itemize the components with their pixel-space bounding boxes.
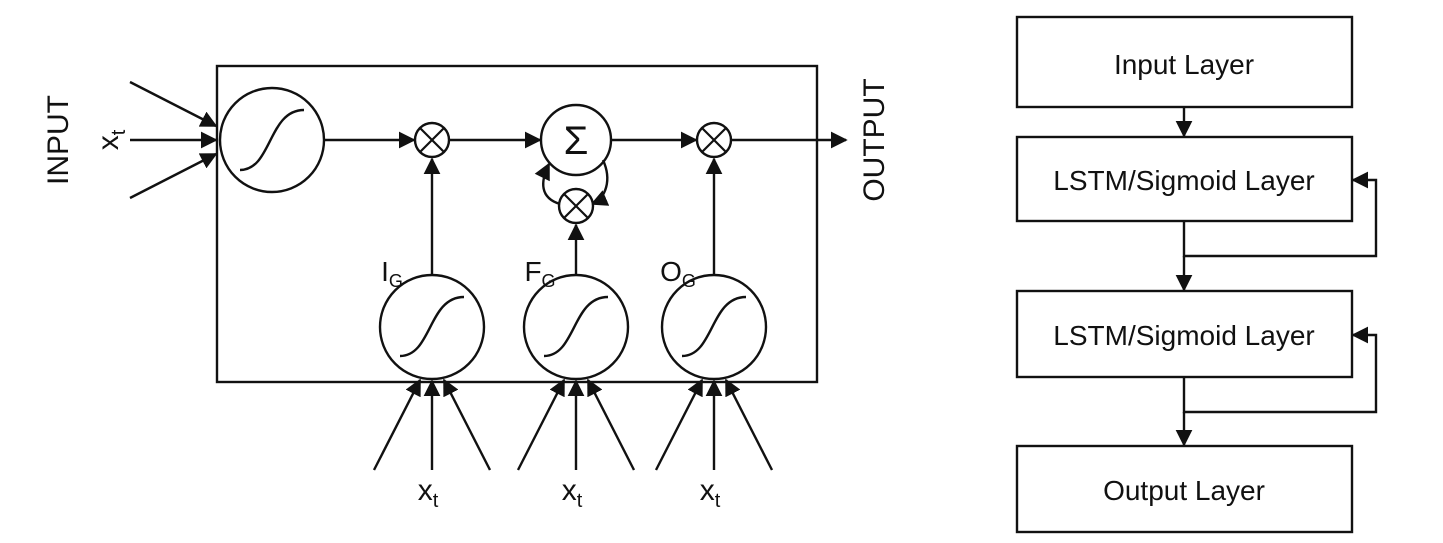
feedback-loop-2: [1182, 326, 1378, 414]
input-gate-node: IG: [378, 256, 486, 381]
feedback-loop-1: [1182, 171, 1378, 258]
loop-left-arrow: [534, 162, 561, 206]
cell-input-var: xt: [92, 129, 130, 150]
cell-input-var-main: x: [92, 135, 125, 150]
forget-loop: [534, 159, 610, 225]
input-label: INPUT: [42, 95, 75, 185]
sigmoid-curve-icon: [239, 108, 305, 172]
layer-lstm-1: LSTM/Sigmoid Layer: [1015, 135, 1354, 223]
sum-symbol: Σ: [564, 119, 589, 163]
layer-input: Input Layer: [1015, 15, 1354, 109]
input-sigmoid-node: [218, 86, 326, 194]
cell-input-var-sub: t: [108, 129, 130, 135]
layer-input-label: Input Layer: [1114, 49, 1254, 80]
sigmoid-curve-icon: [399, 295, 465, 358]
layer-lstm-2: LSTM/Sigmoid Layer: [1015, 289, 1354, 379]
input-gate-input-var: xt: [418, 474, 439, 512]
loop-right-arrow: [590, 159, 610, 206]
forget-gate-label: FG: [524, 256, 555, 291]
input-gate-inputs: [372, 378, 492, 471]
lstm-cell: INPUT xt Σ: [42, 64, 891, 512]
output-gate-multiply: [695, 121, 733, 159]
layer-output-label: Output Layer: [1103, 475, 1265, 506]
forget-gate-inputs: [516, 378, 636, 471]
layer-lstm-2-label: LSTM/Sigmoid Layer: [1053, 320, 1314, 351]
layer-lstm-1-label: LSTM/Sigmoid Layer: [1053, 165, 1314, 196]
output-gate-input-var: xt: [700, 474, 721, 512]
sigmoid-curve-icon: [543, 295, 609, 358]
input-arrow-lower: [129, 152, 218, 200]
output-label: OUTPUT: [858, 78, 891, 201]
forget-gate-input-var: xt: [562, 474, 583, 512]
output-gate-inputs: [654, 378, 774, 471]
input-arrow-upper: [129, 80, 218, 128]
input-gate-multiply: [413, 121, 451, 159]
forget-gate-node: FG: [522, 256, 630, 381]
output-gate-node: OG: [660, 256, 768, 381]
layer-output: Output Layer: [1015, 444, 1354, 534]
sum-node: Σ: [539, 103, 613, 177]
input-gate-label: IG: [381, 256, 403, 291]
output-gate-label: OG: [660, 256, 696, 291]
network-stack: Input Layer LSTM/Sigmoid Layer LSTM/Sigm…: [1015, 15, 1378, 534]
sigmoid-curve-icon: [681, 295, 747, 358]
